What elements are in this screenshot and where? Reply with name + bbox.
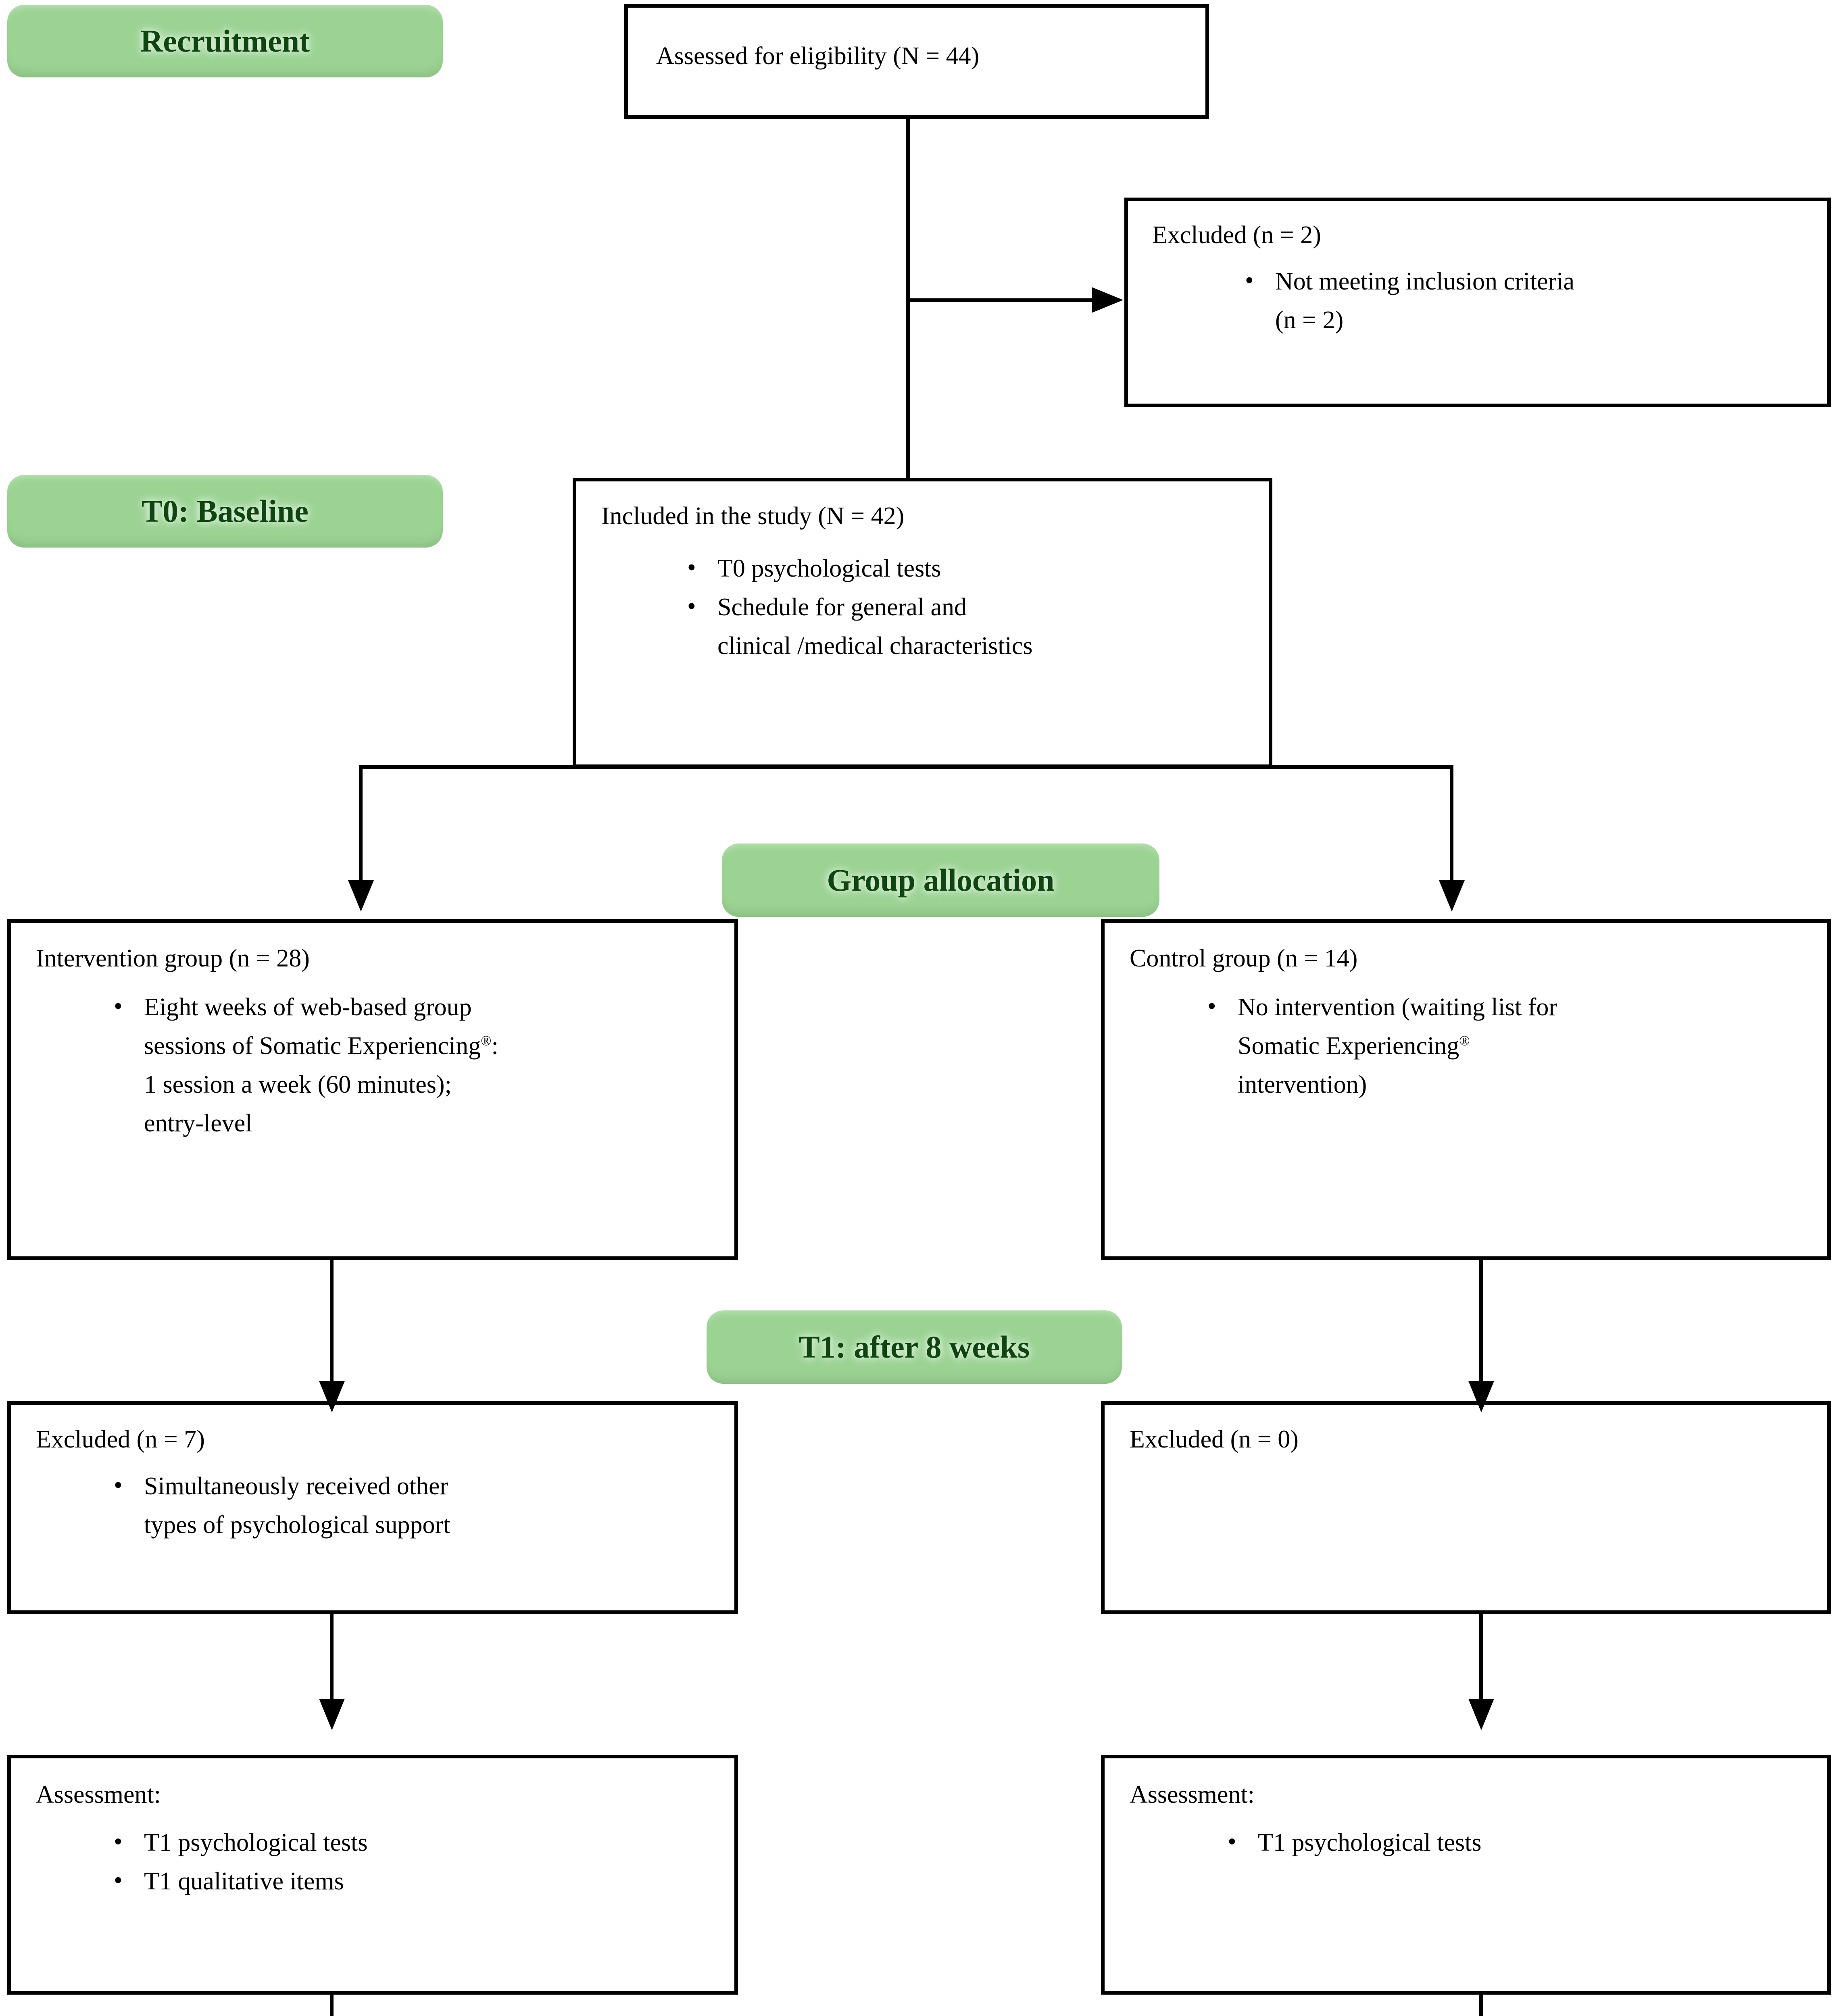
list-item: entry-level (144, 1110, 252, 1137)
list-item: Eight weeks of web-based group (83, 989, 729, 1025)
box-bullet-list: No intervention (waiting list for Somati… (1177, 989, 1822, 1106)
list-item: Not meeting inclusion criteria (1215, 263, 1812, 299)
connector-split-left (359, 765, 363, 880)
box-assessed-for-eligibility: Assessed for eligibility (N = 44) (624, 4, 1209, 119)
box-header: Excluded (n = 0) (1130, 1426, 1299, 1453)
box-included-in-study: Included in the study (N = 42) T0 psycho… (573, 478, 1272, 768)
box-bullet-list: T1 psychological tests (1197, 1824, 1826, 1864)
registered-trademark-icon: ® (481, 1033, 492, 1049)
stage-badge-recruitment: Recruitment (7, 5, 443, 77)
stage-badge-baseline: T0: Baseline (7, 475, 443, 548)
box-assessment-intervention: Assessment: T1 psychological tests T1 qu… (7, 1755, 738, 1995)
box-excluded-t1-intervention: Excluded (n = 7) Simultaneously received… (7, 1401, 738, 1614)
list-item: T1 qualitative items (83, 1863, 729, 1899)
box-header: Excluded (n = 7) (36, 1426, 205, 1453)
connector-excluded-to-assessment-right (1479, 1614, 1483, 1699)
box-bullet-list: T1 psychological tests T1 qualitative it… (83, 1824, 729, 1902)
arrow-down-icon-intervention-excluded (319, 1381, 345, 1412)
list-item: Somatic Experiencing® (1177, 1028, 1822, 1064)
box-excluded-screening: Excluded (n = 2) Not meeting inclusion c… (1124, 198, 1831, 407)
list-item: sessions of Somatic Experiencing®: (83, 1028, 729, 1064)
list-item-text: sessions of Somatic Experiencing (144, 1032, 481, 1060)
box-bullet-list: Simultaneously received other types of p… (83, 1468, 729, 1546)
list-item: No intervention (waiting list for (1177, 989, 1822, 1025)
list-item: Schedule for general and (657, 589, 1254, 625)
list-item: T0 psychological tests (657, 550, 1254, 586)
connector-assessment-to-analyzed-left (330, 1995, 334, 2016)
box-header: Assessed for eligibility (N = 44) (656, 42, 980, 70)
list-item: types of psychological support (144, 1511, 450, 1539)
connector-intervention-to-excluded (330, 1260, 334, 1381)
list-item: (n = 2) (1275, 306, 1344, 334)
box-header: Assessment: (1130, 1781, 1255, 1808)
stage-badge-group-allocation: Group allocation (722, 843, 1159, 917)
list-item-suffix: : (491, 1032, 498, 1060)
box-bullet-list: Not meeting inclusion criteria (n = 2) (1215, 263, 1812, 341)
registered-trademark-icon: ® (1459, 1033, 1470, 1049)
box-header: Intervention group (n = 28) (36, 945, 310, 972)
arrow-down-icon-control (1439, 880, 1465, 912)
box-header: Included in the study (N = 42) (601, 502, 905, 530)
connector-to-excluded-screening (906, 298, 1092, 302)
arrow-down-icon-assessment-left (319, 1699, 345, 1730)
list-item: 1 session a week (60 minutes); (144, 1071, 452, 1099)
box-control-group: Control group (n = 14) No intervention (… (1101, 919, 1831, 1260)
arrow-down-icon-control-excluded (1468, 1381, 1494, 1412)
box-intervention-group: Intervention group (n = 28) Eight weeks … (7, 919, 738, 1260)
stage-badge-t1-after-8-weeks: T1: after 8 weeks (707, 1310, 1122, 1384)
list-item: intervention) (1238, 1071, 1367, 1099)
connector-assessment-to-analyzed-right (1479, 1995, 1483, 2016)
list-item: T1 psychological tests (83, 1824, 729, 1860)
arrow-down-icon-assessment-right (1468, 1699, 1494, 1730)
box-excluded-t1-control: Excluded (n = 0) (1101, 1401, 1831, 1614)
connector-split-right (1450, 765, 1453, 880)
connector-control-to-excluded (1479, 1260, 1483, 1381)
box-header: Excluded (n = 2) (1152, 221, 1321, 249)
box-header: Assessment: (36, 1781, 161, 1808)
box-bullet-list: Eight weeks of web-based group sessions … (83, 989, 729, 1144)
list-item: clinical /medical characteristics (717, 632, 1033, 660)
box-bullet-list: T0 psychological tests Schedule for gene… (657, 550, 1254, 667)
box-assessment-control: Assessment: T1 psychological tests (1101, 1755, 1831, 1995)
connector-excluded-to-assessment-left (330, 1614, 334, 1699)
box-header: Control group (n = 14) (1130, 945, 1358, 972)
list-item-text: Somatic Experiencing (1238, 1032, 1459, 1060)
list-item: T1 psychological tests (1197, 1824, 1826, 1860)
list-item: Simultaneously received other (83, 1468, 729, 1504)
connector-split-bar (359, 765, 1453, 769)
arrow-right-icon-excluded-screening (1092, 287, 1123, 313)
arrow-down-icon-intervention (348, 880, 374, 912)
